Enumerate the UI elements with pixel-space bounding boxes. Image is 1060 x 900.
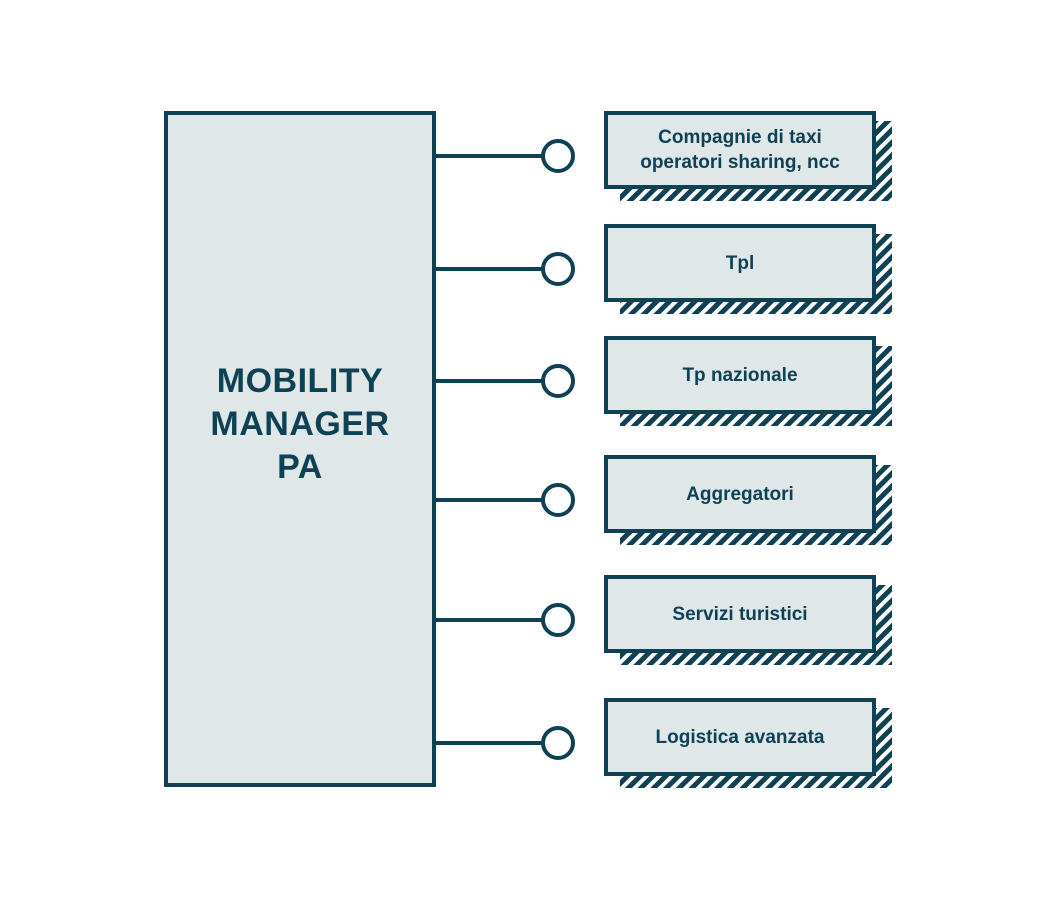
shadow-right-logistica-avanzata [874, 708, 892, 788]
shadow-bottom-tp-nazionale [620, 412, 892, 426]
shadow-bottom-aggregatori [620, 531, 892, 545]
node-logistica-avanzata: Logistica avanzata [606, 700, 874, 774]
shadow-right-aggregatori [874, 465, 892, 545]
shadow-right-tpl [874, 234, 892, 314]
connector-node-tp-nazionale [541, 364, 575, 398]
node-box-aggregatori [604, 455, 876, 533]
shadow-right-compagnie-di-taxi [874, 121, 892, 201]
main-label-line-2: MANAGER [210, 405, 390, 443]
node-label-line: Compagnie di taxi [658, 127, 822, 148]
connector-node-aggregatori [541, 483, 575, 517]
node-label: Tpl [725, 252, 755, 274]
node-compagnie-di-taxi: Compagnie di taxi operatori sharing, ncc [606, 113, 874, 187]
node-tpl: Tpl [606, 226, 874, 300]
main-label-line-1: MOBILITY [216, 362, 384, 400]
connector-node-servizi-turistici [541, 603, 575, 637]
node-tp-nazionale: Tp nazionale [606, 338, 874, 412]
connector-node-logistica-avanzata [541, 726, 575, 760]
node-label: Tp nazionale [682, 364, 798, 386]
node-box-logistica-avanzata [604, 698, 876, 776]
node-label: Logistica avanzata [655, 726, 825, 748]
connector-node-tpl [541, 252, 575, 286]
node-aggregatori: Aggregatori [606, 457, 874, 531]
connector-node-compagnie-di-taxi [541, 139, 575, 173]
node-label: Servizi turistici [672, 603, 808, 625]
mobility-manager-box [164, 111, 436, 787]
node-box-servizi-turistici [604, 575, 876, 653]
shadow-right-servizi-turistici [874, 585, 892, 665]
main-label-line-3: PA [277, 448, 323, 486]
shadow-bottom-logistica-avanzata [620, 774, 892, 788]
node-box-tpl [604, 224, 876, 302]
node-servizi-turistici: Servizi turistici [606, 577, 874, 651]
node-box-compagnie-di-taxi [604, 111, 876, 189]
node-label-line: operatori sharing, ncc [640, 152, 840, 173]
shadow-bottom-servizi-turistici [620, 651, 892, 665]
shadow-bottom-compagnie-di-taxi [620, 187, 892, 201]
shadow-bottom-tpl [620, 300, 892, 314]
node-box-tp-nazionale [604, 336, 876, 414]
shadow-right-tp-nazionale [874, 346, 892, 426]
mobility-manager-label: MOBILITY MANAGER PA [166, 360, 434, 489]
node-label: Aggregatori [686, 483, 794, 505]
